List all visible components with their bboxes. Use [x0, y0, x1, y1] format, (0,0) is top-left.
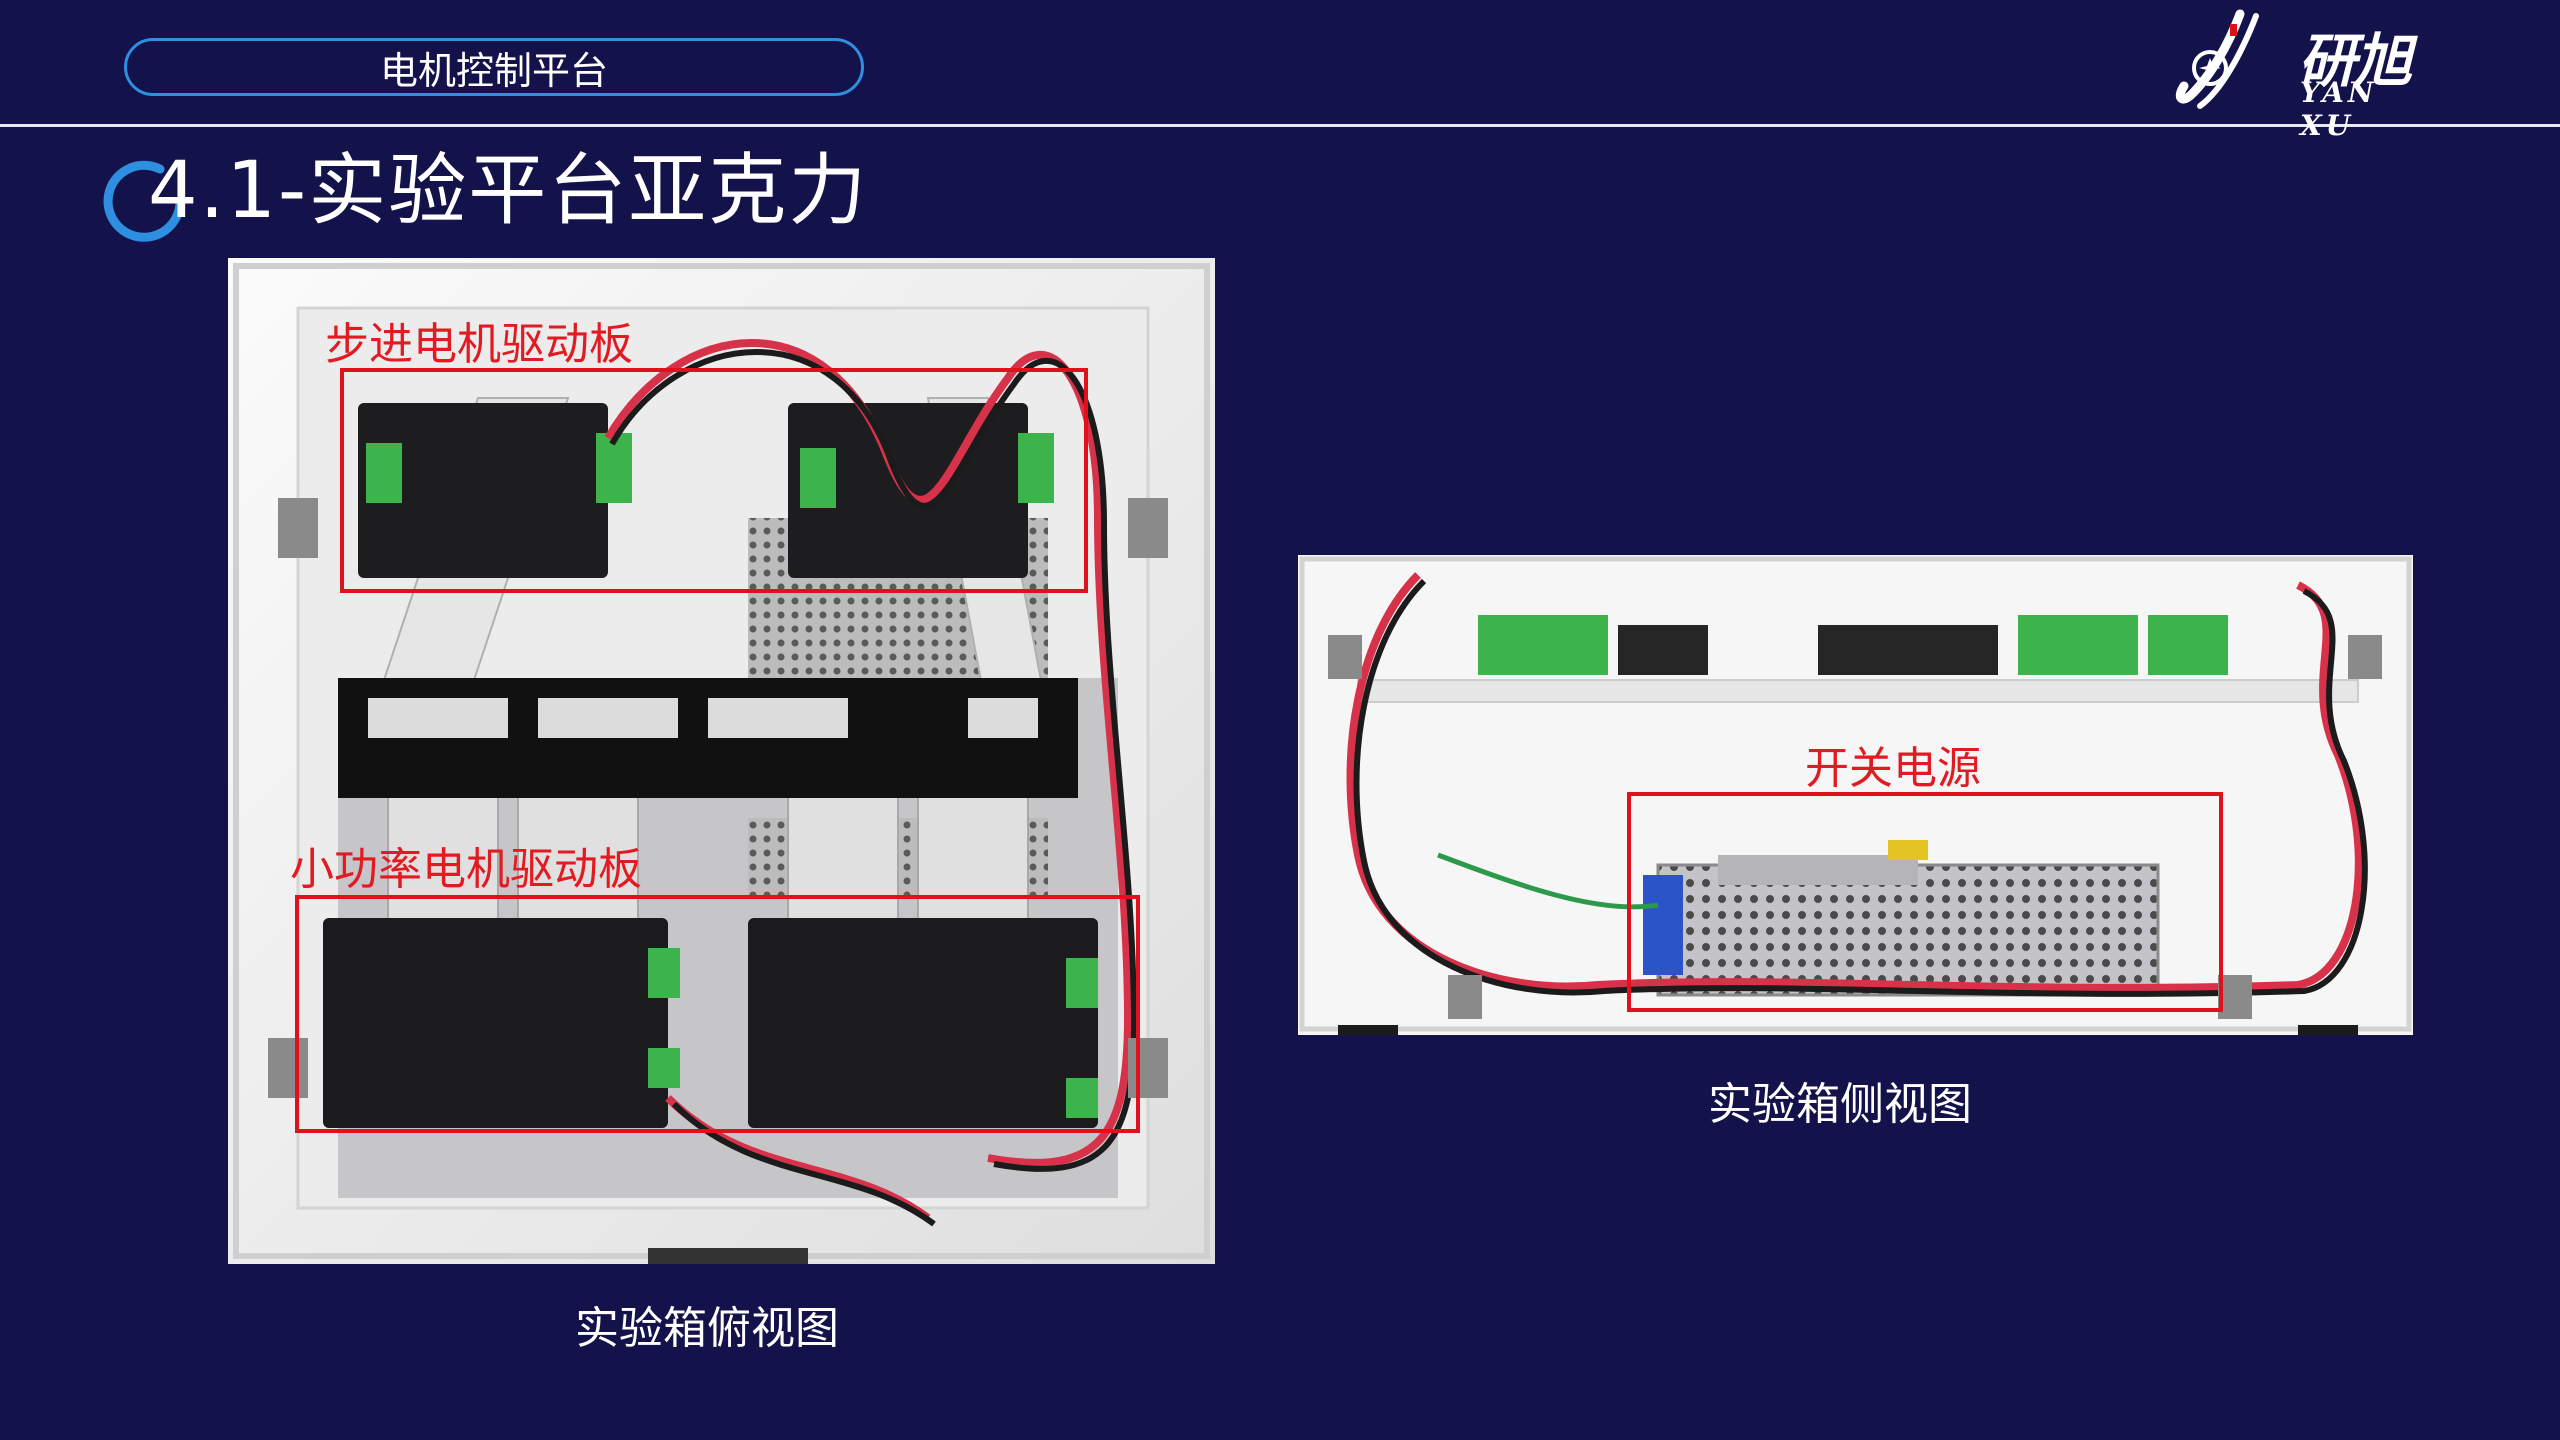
header-divider: [0, 124, 2560, 127]
side-view-caption: 实验箱侧视图: [1708, 1079, 1972, 1130]
top-view-photo: [228, 258, 1215, 1264]
brand-logo: 研旭 YAN XU: [2170, 6, 2440, 142]
small-motor-driver-label: 小功率电机驱动板: [290, 844, 642, 895]
top-view-caption: 实验箱俯视图: [575, 1303, 839, 1354]
logo-cn-text: 研旭: [2298, 27, 2412, 95]
power-supply-highlight: [1627, 792, 2223, 1012]
header-tag: 电机控制平台: [124, 38, 864, 96]
header-tag-label: 电机控制平台: [379, 48, 608, 93]
stepper-driver-label: 步进电机驱动板: [325, 319, 633, 370]
stepper-driver-highlight: [340, 368, 1088, 593]
logo-en-text: YAN XU: [2300, 76, 2378, 142]
title-ring-icon: [103, 160, 185, 242]
logo-mark-icon: [2175, 9, 2259, 109]
top-view-illustration: [228, 258, 1215, 1264]
slide-title: 4.1-实验平台亚克力: [148, 146, 869, 236]
small-motor-driver-highlight: [295, 895, 1140, 1133]
power-supply-label: 开关电源: [1805, 743, 1981, 794]
